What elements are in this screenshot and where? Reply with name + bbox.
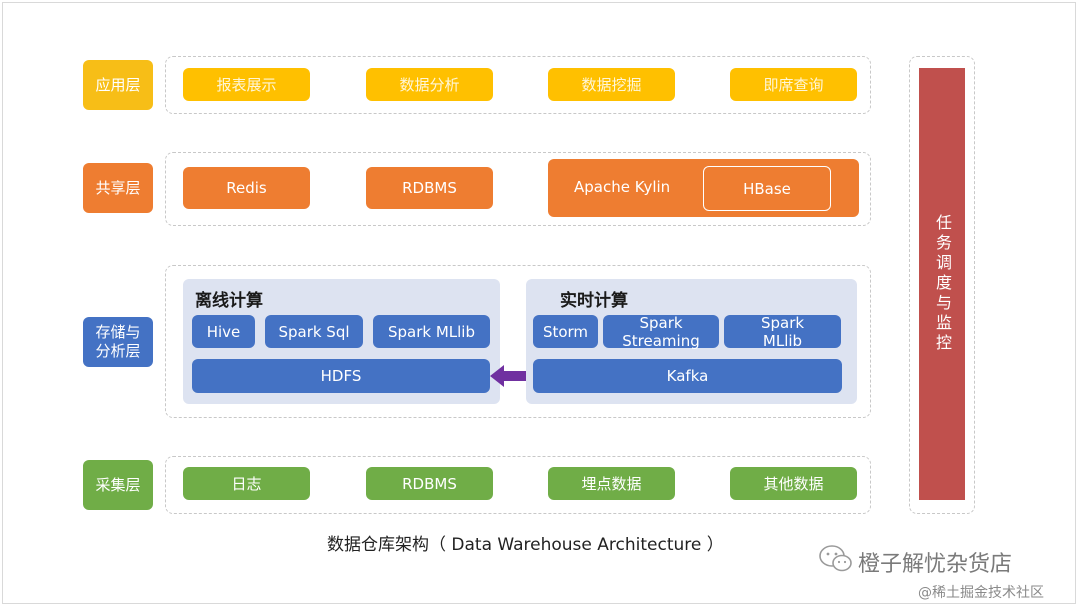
layer-label-application-text: 应用层 [95, 75, 141, 94]
layer-label-shared: 共享层 [83, 163, 153, 213]
offline-item-spark-mllib-text: Spark MLlib [387, 322, 475, 341]
layer-label-shared-text: 共享层 [95, 178, 141, 197]
layer-label-collection: 采集层 [83, 460, 153, 510]
realtime-item-spark-mllib-line2: MLlib [762, 331, 803, 350]
shared-group-kylin: Apache Kylin HBase [548, 159, 859, 217]
collect-item-other-text: 其他数据 [763, 475, 824, 493]
offline-item-spark-sql: Spark Sql [265, 315, 363, 348]
task-column-box [909, 56, 975, 514]
collect-item-logs: 日志 [183, 467, 310, 500]
application-layer-box [165, 56, 871, 114]
offline-base-hdfs: HDFS [192, 359, 490, 393]
app-item-adhoc-query: 即席查询 [730, 68, 857, 101]
collection-layer-box [165, 456, 871, 514]
realtime-item-storm: Storm [533, 315, 598, 348]
collect-item-logs-text: 日志 [231, 475, 262, 493]
shared-item-redis: Redis [183, 167, 310, 209]
app-item-report: 报表展示 [183, 68, 310, 101]
realtime-item-spark-streaming-line2: Streaming [622, 331, 700, 350]
app-item-analysis-text: 数据分析 [399, 76, 460, 94]
storage-layer-box [165, 265, 871, 418]
realtime-item-storm-text: Storm [542, 322, 589, 341]
collect-item-tracking-text: 埋点数据 [581, 475, 642, 493]
shared-layer-box [165, 152, 871, 226]
app-item-mining: 数据挖掘 [548, 68, 675, 101]
app-item-mining-text: 数据挖掘 [581, 76, 642, 94]
layer-label-storage-line2: 分析层 [95, 342, 141, 360]
collect-item-tracking: 埋点数据 [548, 467, 675, 500]
offline-base-hdfs-text: HDFS [320, 367, 362, 385]
wechat-icon [819, 545, 852, 572]
realtime-base-kafka: Kafka [533, 359, 842, 393]
realtime-item-spark-mllib-line1: Spark [760, 313, 805, 332]
watermark-account: 橙子解忧杂货店 [858, 552, 1013, 577]
realtime-item-spark-streaming-line1: Spark [639, 313, 683, 332]
realtime-title: 实时计算 [560, 291, 628, 311]
collect-item-rdbms: RDBMS [366, 467, 493, 500]
watermark-site: @稀土掘金技术社区 [918, 585, 1044, 601]
shared-item-rdbms-text: RDBMS [402, 179, 457, 197]
realtime-item-spark-mllib: Spark MLlib [724, 313, 841, 350]
collect-item-rdbms-text: RDBMS [402, 474, 457, 493]
kylin-label: Apache Kylin [574, 178, 671, 196]
layer-label-storage: 存储与 分析层 [83, 317, 153, 367]
realtime-base-kafka-text: Kafka [666, 367, 709, 385]
realtime-item-spark-streaming: Spark Streaming [603, 313, 719, 350]
collect-item-other: 其他数据 [730, 467, 857, 500]
task-column-text: 任务调度与监控 [933, 214, 952, 354]
offline-title: 离线计算 [195, 291, 263, 311]
layer-label-storage-line1: 存储与 [95, 323, 141, 341]
diagram-caption: 数据仓库架构（ Data Warehouse Architecture ） [327, 535, 724, 555]
hbase-label: HBase [743, 179, 791, 198]
offline-item-spark-sql-text: Spark Sql [278, 322, 350, 341]
offline-item-hive-text: Hive [206, 322, 241, 341]
shared-item-redis-text: Redis [226, 179, 267, 197]
layer-label-application: 应用层 [83, 60, 153, 110]
offline-item-spark-mllib: Spark MLlib [373, 315, 490, 348]
app-item-report-text: 报表展示 [216, 76, 277, 94]
task-column: 任务调度与监控 [919, 68, 965, 500]
app-item-analysis: 数据分析 [366, 68, 493, 101]
arrow-left-icon [490, 365, 530, 387]
shared-item-rdbms: RDBMS [366, 167, 493, 209]
offline-item-hive: Hive [192, 315, 255, 348]
hbase-box: HBase [703, 166, 831, 211]
layer-label-collection-text: 采集层 [95, 475, 141, 494]
app-item-adhoc-query-text: 即席查询 [763, 76, 824, 94]
